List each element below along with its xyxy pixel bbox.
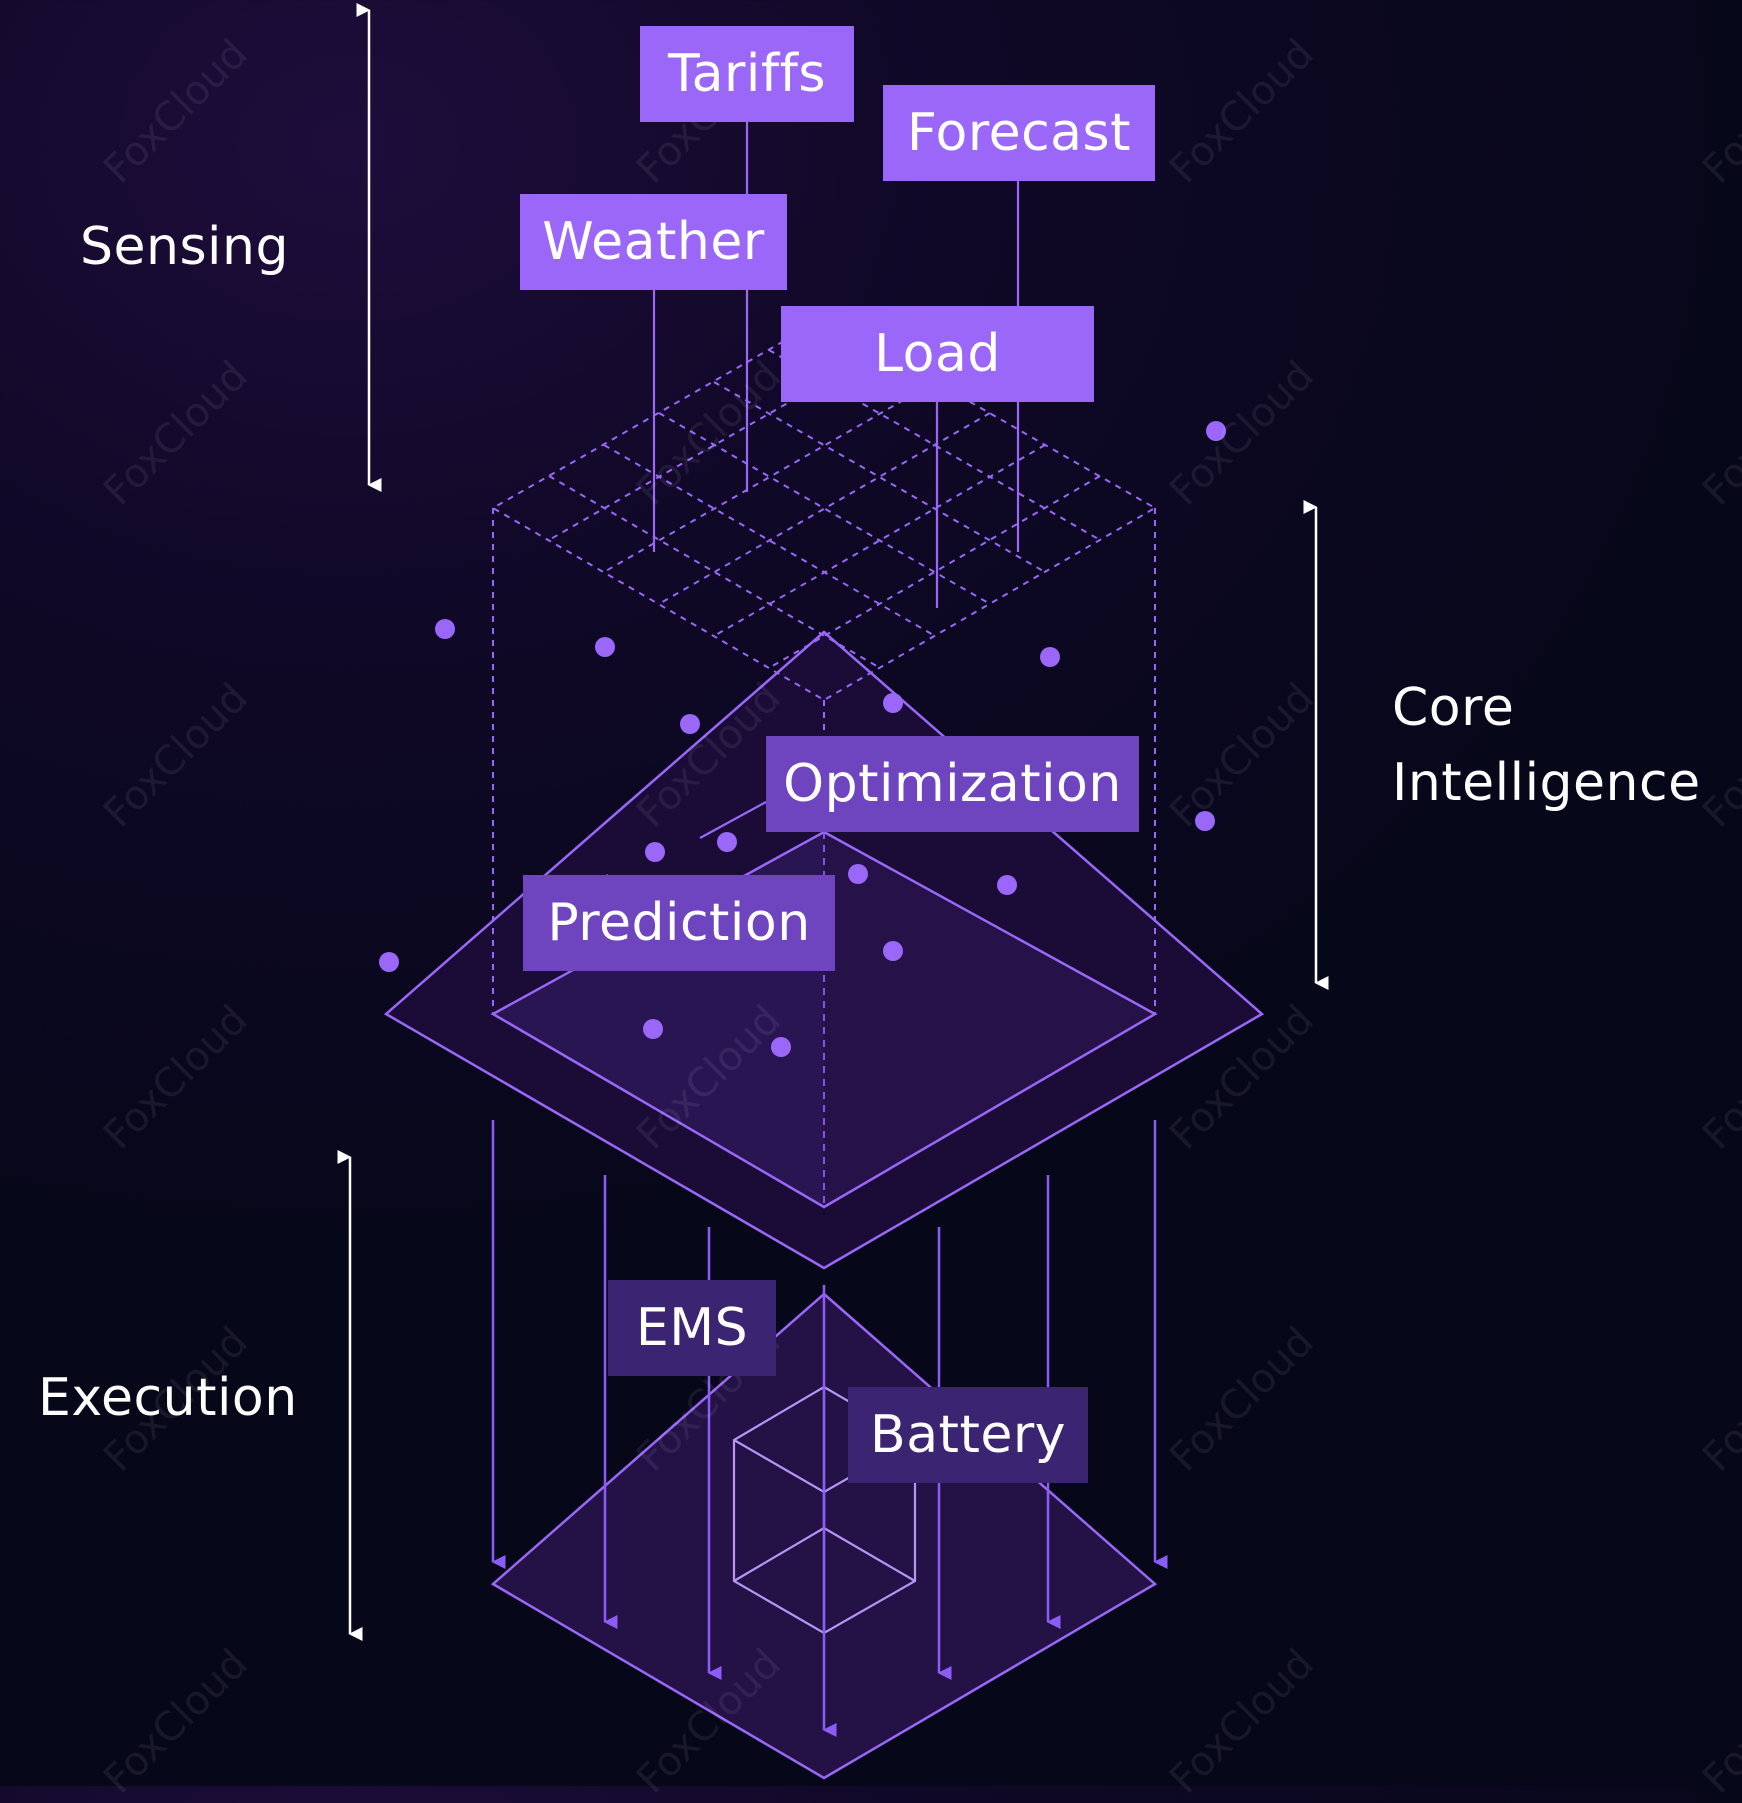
core-pyramid-right: [824, 832, 1155, 1207]
ems-label: EMS: [635, 1298, 749, 1358]
core-intelligence-label: Core Intelligence: [1392, 671, 1701, 821]
sensing-connectors: [652, 122, 1020, 608]
tariffs-box: Tariffs: [640, 26, 854, 122]
optimization-label: Optimization: [783, 754, 1122, 814]
data-points: [379, 421, 1226, 1057]
forecast-box: Forecast: [883, 85, 1155, 181]
weather-label: Weather: [542, 212, 765, 272]
prediction-box: Prediction: [523, 875, 835, 971]
ems-box: EMS: [608, 1280, 776, 1376]
load-box: Load: [781, 306, 1094, 402]
weather-box: Weather: [520, 194, 787, 290]
load-label: Load: [874, 324, 1001, 384]
battery-box: Battery: [848, 1387, 1088, 1483]
execution-label: Execution: [38, 1361, 298, 1436]
optimization-box: Optimization: [766, 736, 1139, 832]
tariffs-label: Tariffs: [667, 44, 827, 104]
execution-label-text: Execution: [38, 1368, 298, 1428]
core-label-line2: Intelligence: [1392, 753, 1701, 813]
sensing-label-text: Sensing: [80, 217, 289, 277]
core-label-line1: Core: [1392, 678, 1515, 738]
sensing-label: Sensing: [80, 210, 289, 285]
section-range-arrows: [337, 3, 1329, 1641]
prediction-label: Prediction: [547, 893, 811, 953]
battery-label: Battery: [870, 1405, 1066, 1465]
forecast-label: Forecast: [906, 103, 1132, 163]
